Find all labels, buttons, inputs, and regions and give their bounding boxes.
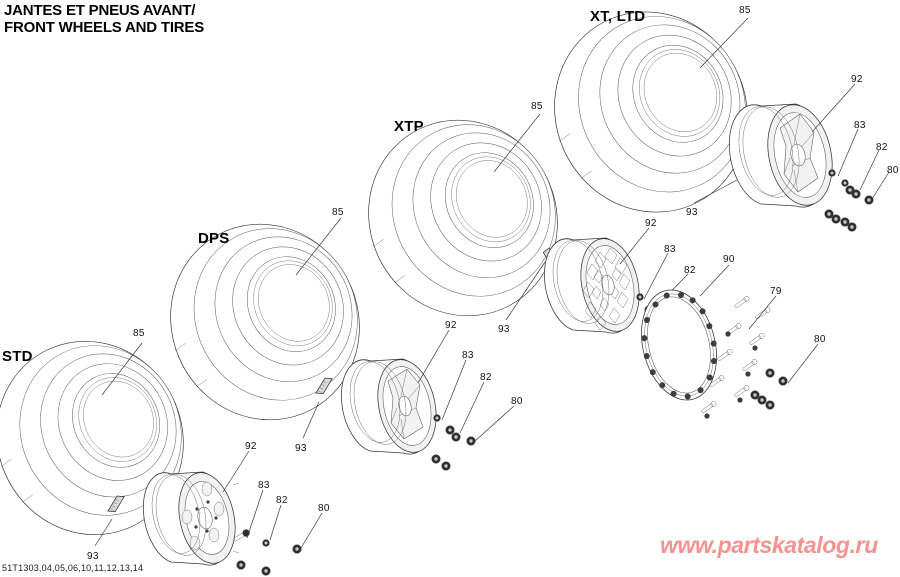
callout-83-xt-screw[interactable]: 83 bbox=[854, 120, 866, 131]
callout-92-xt-rim[interactable]: 92 bbox=[851, 74, 863, 85]
variant-label-std: STD bbox=[2, 348, 33, 365]
bolt-cluster-79 bbox=[701, 295, 777, 419]
fastener-cluster-dps bbox=[431, 359, 515, 471]
callout-82-std-washer[interactable]: 82 bbox=[276, 495, 288, 506]
beadlock-ring-90 bbox=[641, 289, 717, 401]
wheel-rim-92-xt bbox=[729, 103, 833, 208]
callout-83-dps-screw[interactable]: 83 bbox=[462, 350, 474, 361]
variant-label-xtp: XTP bbox=[394, 118, 424, 135]
callout-85-dps-tire[interactable]: 85 bbox=[332, 207, 344, 218]
callout-80-xt-nut[interactable]: 80 bbox=[887, 165, 899, 176]
callout-82-xt-washer[interactable]: 82 bbox=[876, 142, 888, 153]
callout-92-std-rim[interactable]: 92 bbox=[245, 441, 257, 452]
callout-85-xt-tire[interactable]: 85 bbox=[739, 5, 751, 16]
callout-85-xtp-tire[interactable]: 85 bbox=[531, 101, 543, 112]
footer-part-code: 51T1303,04,05,06,10,11,12,13,14 bbox=[2, 563, 144, 573]
fastener-cluster-std bbox=[233, 489, 323, 576]
assembly-xtp bbox=[334, 86, 819, 419]
callout-93-dps-valve[interactable]: 93 bbox=[295, 443, 307, 454]
page-title: JANTES ET PNEUS AVANT/ FRONT WHEELS AND … bbox=[4, 2, 205, 36]
callout-92-dps-rim[interactable]: 92 bbox=[445, 320, 457, 331]
callout-82-xtp-washer[interactable]: 82 bbox=[684, 265, 696, 276]
callout-85-std-tire[interactable]: 85 bbox=[133, 328, 145, 339]
nut-cluster-80-xtp bbox=[750, 343, 819, 410]
assembly-std bbox=[0, 307, 323, 576]
callout-93-std-valve[interactable]: 93 bbox=[87, 551, 99, 562]
wheel-rim-92-dps bbox=[341, 358, 437, 455]
callout-90-xtp-beadlock-ring[interactable]: 90 bbox=[723, 254, 735, 265]
watermark: www.partskatalog.ru bbox=[660, 532, 878, 558]
fastener-cluster-xt bbox=[824, 128, 890, 232]
assembly-xt-ltd bbox=[519, 0, 890, 247]
callout-92-xtp-rim[interactable]: 92 bbox=[645, 218, 657, 229]
callout-80-xtp-nut[interactable]: 80 bbox=[814, 334, 826, 345]
variant-label-dps: DPS bbox=[198, 230, 230, 247]
callout-93-xtp-valve[interactable]: 93 bbox=[498, 324, 510, 335]
callout-83-std-screw[interactable]: 83 bbox=[258, 480, 270, 491]
wheel-rim-92-std bbox=[143, 471, 240, 566]
callout-82-dps-washer[interactable]: 82 bbox=[480, 372, 492, 383]
callout-83-xtp-screw[interactable]: 83 bbox=[664, 244, 676, 255]
callout-93-xt-valve[interactable]: 93 bbox=[686, 207, 698, 218]
callout-80-std-nut[interactable]: 80 bbox=[318, 503, 330, 514]
wheel-rim-92-xtp bbox=[544, 237, 640, 334]
callout-80-dps-nut[interactable]: 80 bbox=[511, 396, 523, 407]
callout-79-xtp-bolt[interactable]: 79 bbox=[770, 286, 782, 297]
assembly-dps bbox=[136, 190, 515, 471]
variant-label-xt-ltd: XT, LTD bbox=[590, 8, 646, 25]
